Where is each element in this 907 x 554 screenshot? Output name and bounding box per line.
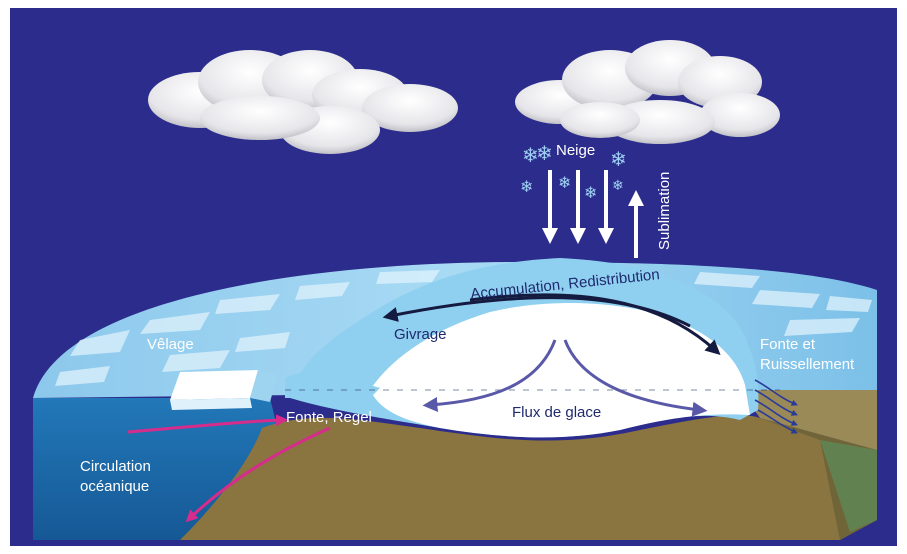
bedrock bbox=[180, 415, 877, 540]
svg-text:❄: ❄ bbox=[610, 147, 627, 171]
svg-text:❄: ❄ bbox=[522, 143, 539, 167]
label-circulation: Circulation bbox=[80, 458, 151, 475]
label-velage: Vêlage bbox=[147, 336, 194, 353]
ice-flow-arrow-left bbox=[422, 339, 557, 412]
land-green-edge bbox=[820, 440, 877, 532]
snowflake-icons: ❄ ❄ ❄ ❄ ❄ ❄ ❄ bbox=[520, 141, 627, 202]
cloud-right bbox=[515, 40, 780, 144]
svg-text:❄: ❄ bbox=[536, 141, 553, 165]
svg-text:❄: ❄ bbox=[558, 173, 571, 192]
ice-floes bbox=[55, 270, 872, 386]
label-givrage: Givrage bbox=[394, 326, 447, 343]
label-fonte-regel: Fonte, Regel bbox=[286, 409, 372, 426]
ocean-outflow-arrow bbox=[185, 426, 331, 523]
label-fonte-et: Fonte et bbox=[760, 336, 816, 353]
svg-text:❄: ❄ bbox=[584, 183, 597, 202]
ice-flow-arrow-right bbox=[563, 339, 708, 417]
svg-text:❄: ❄ bbox=[520, 177, 533, 196]
snowfall-arrows bbox=[542, 170, 614, 244]
land-right-surface bbox=[740, 390, 877, 450]
runoff-arrows bbox=[754, 379, 798, 434]
label-oceanique: océanique bbox=[80, 478, 150, 495]
label-ruissellement: Ruissellement bbox=[760, 356, 855, 373]
svg-text:❄: ❄ bbox=[612, 178, 624, 194]
redistribution-arrow-left bbox=[382, 296, 691, 328]
calving-iceberg bbox=[170, 370, 278, 410]
ice-shelf bbox=[285, 372, 380, 398]
label-neige: Neige bbox=[556, 142, 596, 159]
redistribution-arrow-right bbox=[469, 293, 721, 356]
label-sublimation: Sublimation bbox=[656, 171, 673, 250]
cloud-left bbox=[148, 50, 458, 154]
label-flux-de-glace: Flux de glace bbox=[512, 404, 602, 421]
ocean-inflow-arrow bbox=[127, 414, 288, 434]
